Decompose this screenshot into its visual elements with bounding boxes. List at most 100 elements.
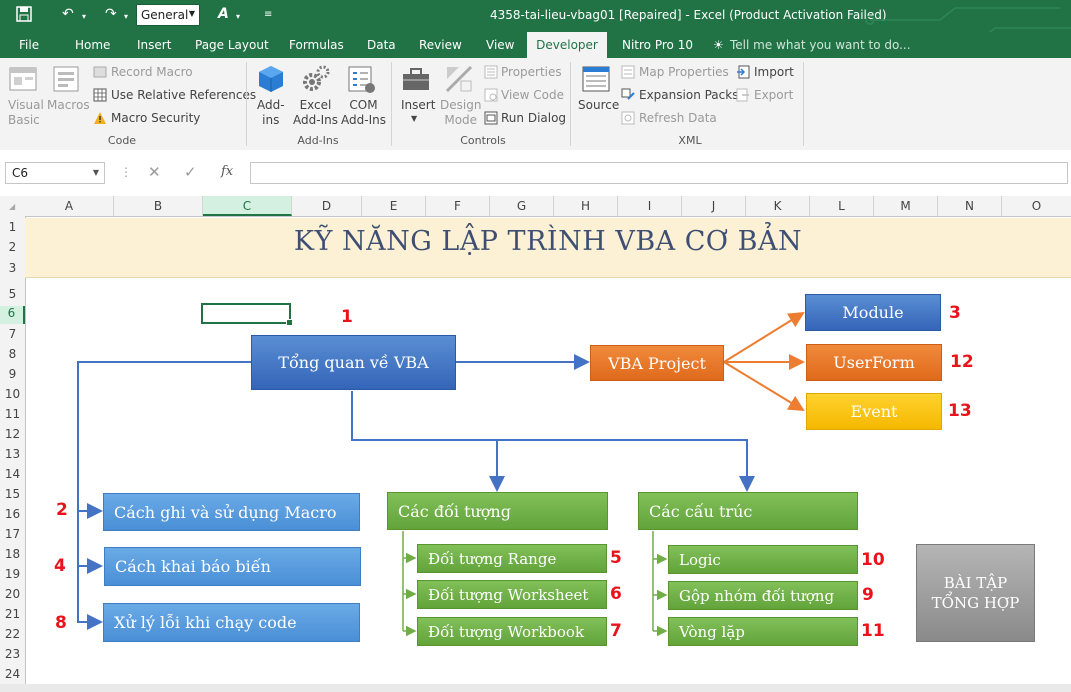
use-relative-references-button[interactable]: Use Relative References	[111, 88, 257, 102]
save-icon[interactable]	[16, 6, 32, 26]
refresh-data-button[interactable]: Refresh Data	[639, 111, 717, 125]
redo-dropdown-icon[interactable]: ▾	[124, 12, 129, 21]
export-button[interactable]: Export	[754, 88, 794, 102]
module-button[interactable]: Module	[805, 294, 941, 331]
enter-icon[interactable]: ✓	[184, 163, 197, 181]
row-header[interactable]: 7	[8, 327, 17, 341]
name-box[interactable]: C6 ▼	[5, 162, 105, 184]
tab-data[interactable]: Data	[367, 38, 396, 52]
tab-review[interactable]: Review	[419, 38, 462, 52]
insert-control-button[interactable]: Insert	[401, 98, 436, 112]
column-header[interactable]: I	[618, 196, 682, 216]
undo-dropdown-icon[interactable]: ▾	[82, 12, 87, 21]
tab-developer[interactable]: Developer	[527, 32, 607, 58]
record-macro-button[interactable]: Record Macro	[111, 65, 193, 79]
exercise-button[interactable]: BÀI TẬP TỔNG HỢP	[916, 544, 1035, 642]
objects-header-button[interactable]: Các đối tượng	[387, 492, 608, 530]
macro-security-button[interactable]: Macro Security	[111, 111, 201, 125]
worksheet-object-button[interactable]: Đối tượng Worksheet	[417, 580, 607, 609]
run-dialog-button[interactable]: Run Dialog	[501, 111, 567, 125]
column-header[interactable]: B	[114, 196, 203, 216]
formula-input[interactable]	[250, 162, 1068, 184]
undo-icon[interactable]: ↶	[62, 6, 74, 22]
row-header[interactable]: 1	[8, 220, 17, 234]
error-topic-button[interactable]: Xử lý lỗi khi chạy code	[103, 603, 360, 642]
row-header[interactable]: 8	[8, 347, 17, 361]
tab-view[interactable]: View	[486, 38, 515, 52]
row-header[interactable]: 20	[4, 587, 21, 601]
row-header-selected[interactable]: 6	[0, 306, 25, 324]
row-header[interactable]: 16	[4, 507, 21, 521]
column-header[interactable]: F	[426, 196, 490, 216]
column-header[interactable]: L	[810, 196, 874, 216]
row-header[interactable]: 17	[4, 527, 21, 541]
row-header[interactable]: 9	[8, 367, 17, 381]
font-color-icon[interactable]: A	[218, 6, 229, 22]
tab-page-layout[interactable]: Page Layout	[195, 38, 269, 52]
group-structure-button[interactable]: Gộp nhóm đối tượng	[668, 581, 858, 610]
row-header[interactable]: 18	[4, 547, 21, 561]
row-header[interactable]: 12	[4, 427, 21, 441]
row-header[interactable]: 3	[8, 261, 17, 275]
logic-structure-button[interactable]: Logic	[668, 545, 858, 574]
column-header[interactable]: E	[362, 196, 426, 216]
overview-vba-button[interactable]: Tổng quan về VBA	[251, 335, 456, 390]
macro-topic-button[interactable]: Cách ghi và sử dụng Macro	[103, 493, 360, 531]
column-header[interactable]: D	[292, 196, 362, 216]
macros-button[interactable]: Macros	[47, 98, 90, 112]
tab-formulas[interactable]: Formulas	[289, 38, 344, 52]
expansion-packs-button[interactable]: Expansion Packs	[639, 88, 739, 102]
userform-button[interactable]: UserForm	[806, 344, 942, 381]
import-button[interactable]: Import	[754, 65, 794, 79]
tab-insert[interactable]: Insert	[137, 38, 172, 52]
redo-icon[interactable]: ↷	[105, 6, 117, 22]
event-button[interactable]: Event	[806, 393, 942, 430]
column-header[interactable]: K	[746, 196, 810, 216]
column-header[interactable]: G	[490, 196, 554, 216]
map-properties-button[interactable]: Map Properties	[639, 65, 729, 79]
column-header-selected[interactable]: C	[203, 196, 292, 216]
structures-header-button[interactable]: Các cấu trúc	[638, 492, 858, 530]
column-header[interactable]: J	[682, 196, 746, 216]
row-header[interactable]: 13	[4, 447, 21, 461]
column-header[interactable]: N	[938, 196, 1002, 216]
font-dropdown-icon[interactable]: ▾	[236, 12, 241, 21]
tab-nitro-pro[interactable]: Nitro Pro 10	[622, 38, 693, 52]
select-all-icon[interactable]: ◢	[9, 202, 16, 211]
row-header[interactable]: 23	[4, 647, 21, 661]
column-header[interactable]: A	[25, 196, 114, 216]
number-format-select[interactable]: General ▼	[136, 4, 200, 26]
variable-topic-button[interactable]: Cách khai báo biến	[104, 547, 361, 586]
active-cell-c6[interactable]	[201, 303, 293, 326]
customize-qat-icon[interactable]: ≡	[264, 9, 273, 20]
tab-file[interactable]: File	[19, 38, 40, 52]
row-header[interactable]: 10	[4, 387, 21, 401]
source-button[interactable]: Source	[578, 98, 620, 112]
row-header[interactable]: 15	[4, 487, 21, 501]
range-object-button[interactable]: Đối tượng Range	[417, 544, 607, 573]
add-ins-button[interactable]: Add-ins	[257, 98, 285, 128]
column-header[interactable]: M	[874, 196, 938, 216]
cancel-icon[interactable]: ✕	[148, 163, 161, 181]
insert-function-icon[interactable]: fx	[221, 164, 234, 179]
workbook-object-button[interactable]: Đối tượng Workbook	[417, 617, 607, 646]
vba-project-button[interactable]: VBA Project	[590, 345, 724, 381]
tab-home[interactable]: Home	[75, 38, 111, 52]
row-header[interactable]: 24	[4, 667, 21, 681]
row-header[interactable]: 11	[4, 407, 21, 421]
tell-me-search[interactable]: Tell me what you want to do...	[730, 38, 911, 52]
properties-button[interactable]: Properties	[501, 65, 562, 79]
row-header[interactable]: 19	[4, 567, 21, 581]
column-header[interactable]: O	[1031, 199, 1042, 213]
column-header[interactable]: H	[554, 196, 618, 216]
row-header[interactable]: 5	[8, 287, 17, 301]
view-code-button[interactable]: View Code	[501, 88, 565, 102]
row-header[interactable]: 22	[4, 627, 21, 641]
loop-structure-button[interactable]: Vòng lặp	[668, 617, 858, 646]
row-header[interactable]: 21	[4, 607, 21, 621]
row-header[interactable]: 2	[8, 240, 17, 254]
